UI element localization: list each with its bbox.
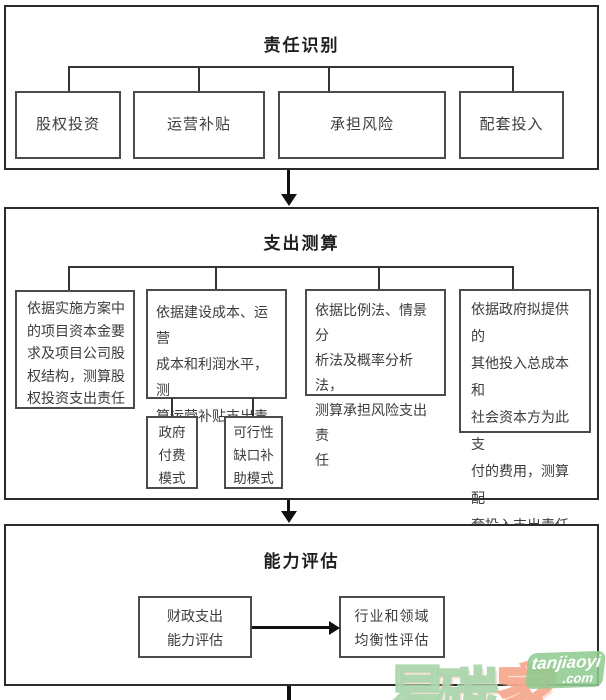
node-government-pay-mode: 政府 付费 模式 xyxy=(146,416,198,489)
watermark-brand-char: 碳 xyxy=(435,663,500,700)
connector-line xyxy=(252,398,254,416)
node-operating-subsidy: 运营补贴 xyxy=(133,91,265,159)
section-title-capability: 能力评估 xyxy=(263,552,340,571)
connector-line xyxy=(198,66,200,91)
connector-line xyxy=(328,66,330,91)
arrow-section2-to-section3 xyxy=(287,500,290,513)
node-fiscal-expenditure-capability-assessment: 财政支出 能力评估 xyxy=(138,596,252,658)
arrow-section3-down xyxy=(287,686,291,700)
connector-line xyxy=(68,266,70,290)
arrowhead-down-icon xyxy=(281,194,297,206)
connector-line xyxy=(69,66,514,68)
node-risk-measurement: 依据比例法、情景分 析法及概率分析法， 测算承担风险支出责 任 xyxy=(305,289,446,468)
arrow-fiscal-to-balance xyxy=(252,626,330,629)
connector-line xyxy=(68,66,70,91)
watermark-badge: tanjiaoyi .com xyxy=(524,650,606,690)
node-operating-subsidy-measurement: 依据建设成本、运营 成本和利润水平，测 算运营补贴支出责任 xyxy=(146,289,287,450)
arrowhead-right-icon xyxy=(329,621,340,635)
watermark-brand-char: 易 xyxy=(385,660,450,700)
connector-line xyxy=(69,266,514,268)
node-supporting-investment: 配套投入 xyxy=(459,91,564,159)
section-title-expenditure: 支出测算 xyxy=(263,234,340,253)
connector-line xyxy=(512,266,514,290)
connector-line xyxy=(215,266,217,290)
node-industry-field-balance-assessment: 行业和领域 均衡性评估 xyxy=(339,596,445,658)
section-capability-assessment: 能力评估 xyxy=(4,524,599,686)
node-risk-bearing: 承担风险 xyxy=(278,91,446,159)
arrow-section1-to-section2 xyxy=(287,170,290,196)
node-equity-investment-measurement: 依据实施方案中 的项目资本金要 求及项目公司股 权结构，测算股 权投资支出责任 xyxy=(15,290,135,409)
node-supporting-investment-measurement: 依据政府拟提供的 其他投入总成本和 社会资本方为此支 付的费用，测算配 套投入支… xyxy=(459,289,591,533)
connector-line xyxy=(512,66,514,91)
connector-line xyxy=(378,266,380,290)
section-title-responsibility: 责任识别 xyxy=(263,36,340,55)
node-viability-gap-funding-mode: 可行性 缺口补 助模式 xyxy=(224,416,283,489)
arrowhead-down-icon xyxy=(281,511,297,523)
node-equity-investment: 股权投资 xyxy=(15,91,121,159)
watermark-badge-tld: .com xyxy=(561,670,595,687)
connector-line xyxy=(171,398,173,416)
